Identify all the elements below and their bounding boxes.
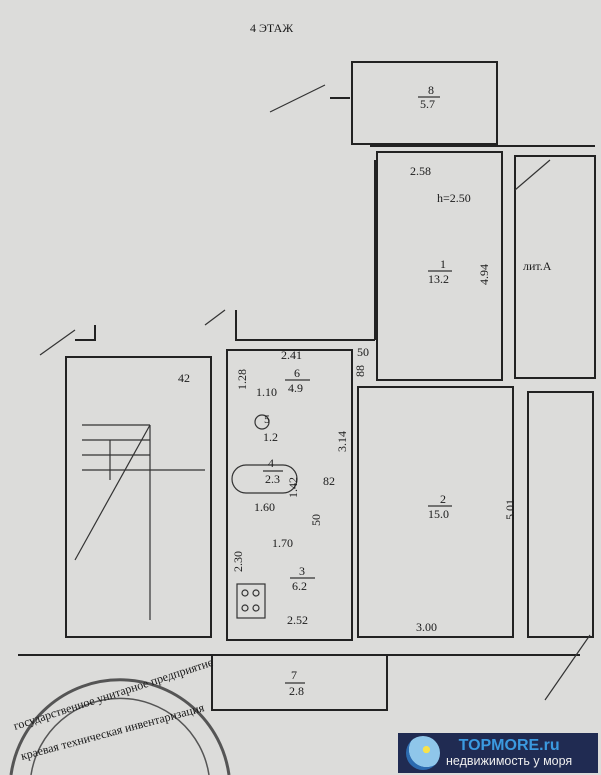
room-7-area: 2.8 (289, 684, 304, 698)
dim-82: 82 (323, 474, 335, 488)
room-4-number: 4 (268, 456, 274, 470)
room-8-area: 5.7 (420, 97, 435, 111)
dim-1-10: 1.10 (256, 385, 277, 399)
fixtures (211, 414, 388, 711)
ceiling-height: h=2.50 (437, 191, 471, 205)
room-6-number: 6 (294, 366, 300, 380)
house-logo-icon (406, 736, 440, 770)
room-5-area: 1.2 (263, 430, 278, 444)
room-5-number: 5 (264, 412, 270, 426)
room-7-number: 7 (291, 668, 297, 682)
room-2-area: 15.0 (428, 507, 449, 521)
dim-50-top: 50 (357, 345, 369, 359)
dim-88: 88 (353, 365, 367, 377)
room-labels: 8 5.7 1 13.2 2 15.0 3 6.2 4 2.3 5 1.2 6 … (263, 83, 452, 698)
room-3-area: 6.2 (292, 579, 307, 593)
dim-42: 42 (178, 371, 190, 385)
room-4-area: 2.3 (265, 472, 280, 486)
room-1-area: 13.2 (428, 272, 449, 286)
dim-4-94: 4.94 (477, 264, 491, 285)
dim-50-mid: 50 (309, 514, 323, 526)
dimension-labels: 2.58 h=2.50 4.94 лит.А 2.41 50 88 1.28 4… (178, 164, 552, 634)
dim-1-70: 1.70 (272, 536, 293, 550)
floor-title: 4 ЭТАЖ (250, 21, 293, 35)
room-6-area: 4.9 (288, 381, 303, 395)
watermark-tagline: недвижимость у моря (446, 754, 573, 768)
dim-1-42: 1.42 (286, 477, 300, 498)
dim-3-14: 3.14 (335, 431, 349, 452)
dim-3-00: 3.00 (416, 620, 437, 634)
room-8 (269, 61, 498, 145)
dim-2-52: 2.52 (287, 613, 308, 627)
dim-2-30: 2.30 (231, 551, 245, 572)
room-2-number: 2 (440, 492, 446, 506)
room-3-number: 3 (299, 564, 305, 578)
topmore-watermark: TOPMORE.ru недвижимость у моря (398, 733, 598, 773)
dim-1-60: 1.60 (254, 500, 275, 514)
dim-1-28: 1.28 (235, 369, 249, 390)
staircase (74, 424, 205, 620)
literal-label: лит.А (523, 259, 552, 273)
room-1-number: 1 (440, 257, 446, 271)
dim-2-58: 2.58 (410, 164, 431, 178)
walls (18, 97, 596, 701)
dim-5-01: 5.01 (503, 499, 517, 520)
dim-2-41: 2.41 (281, 348, 302, 362)
watermark-brand: TOPMORE.ru (458, 737, 560, 754)
room-8-number: 8 (428, 83, 434, 97)
